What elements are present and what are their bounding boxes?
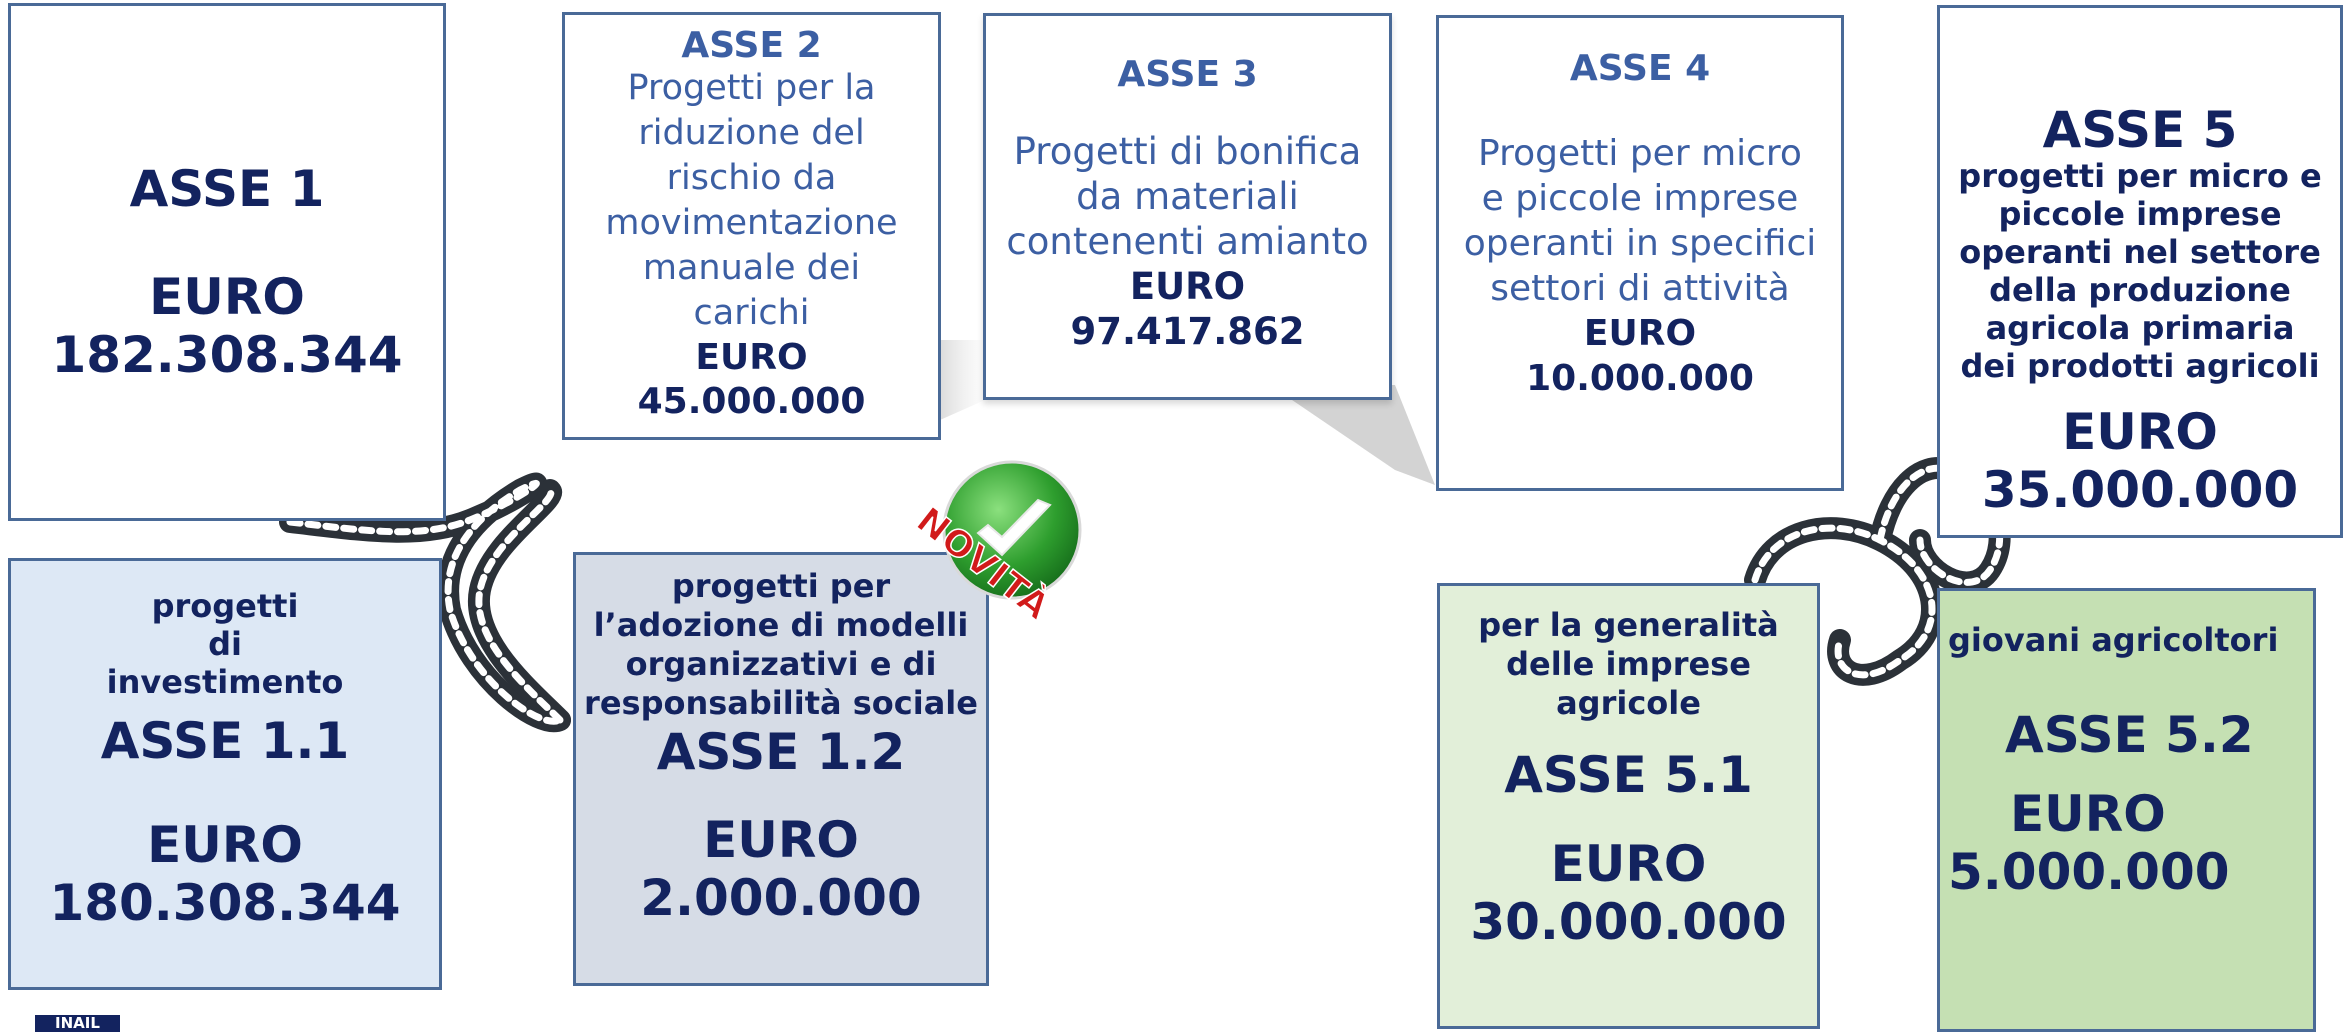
asse-5-2-desc-1: giovani agricoltori (1948, 621, 2279, 659)
asse-4-euro: EURO (1583, 313, 1697, 354)
asse-3-euro: EURO (1129, 265, 1246, 308)
asse-2-desc-6: carichi (693, 293, 810, 333)
asse-4-desc-1: Progetti per micro (1478, 133, 1802, 174)
asse-3-desc-2: da materiali (1076, 175, 1299, 218)
asse-1-amount: 182.308.344 (51, 326, 403, 384)
asse-4-box: ASSE 4 Progetti per micro e piccole impr… (1436, 15, 1844, 491)
asse-5-1-title: ASSE 5.1 (1504, 746, 1753, 804)
asse-1-1-desc-3: investimento (106, 663, 344, 701)
asse-5-1-desc-3: agricole (1556, 684, 1701, 722)
asse-1-1-box: progetti di investimento ASSE 1.1 EURO 1… (8, 558, 442, 990)
asse-5-1-desc-2: delle imprese (1506, 645, 1751, 683)
asse-5-desc-6: dei prodotti agricoli (1960, 347, 2320, 385)
asse-1-2-desc-4: responsabilità sociale (584, 684, 978, 722)
asse-5-desc-4: della produzione (1989, 271, 2291, 309)
asse-5-1-amount: 30.000.000 (1470, 893, 1787, 951)
shadow-right (1270, 385, 1435, 485)
asse-5-1-box: per la generalità delle imprese agricole… (1437, 583, 1820, 1029)
asse-2-desc-5: manuale dei (642, 248, 861, 288)
asse-2-desc-1: Progetti per la (627, 68, 876, 108)
asse-5-desc-1: progetti per micro e (1958, 157, 2322, 195)
asse-1-title: ASSE 1 (129, 160, 325, 218)
asse-5-2-box: giovani agricoltori ASSE 5.2 EURO 5.000.… (1937, 588, 2316, 1032)
asse-1-2-desc-3: organizzativi e di (625, 645, 937, 683)
checkmark-icon (976, 498, 1052, 557)
asse-1-2-desc-1: progetti per (671, 567, 891, 605)
asse-4-desc-3: operanti in specifici (1463, 223, 1817, 264)
asse-3-desc-1: Progetti di bonifica (1013, 130, 1362, 173)
asse-5-2-amount: 5.000.000 (1948, 843, 2230, 901)
asse-1-1-desc-2: di (208, 625, 242, 663)
asse-3-amount: 97.417.862 (1070, 310, 1305, 353)
asse-1-box: ASSE 1 EURO 182.308.344 (8, 3, 446, 521)
asse-5-box: ASSE 5 progetti per micro e piccole impr… (1937, 5, 2343, 538)
asse-2-desc-4: movimentazione (605, 203, 898, 243)
asse-5-1-euro: EURO (1550, 835, 1707, 893)
asse-3-box: ASSE 3 Progetti di bonifica da materiali… (983, 13, 1392, 400)
asse-4-amount: 10.000.000 (1526, 358, 1754, 399)
asse-5-desc-3: operanti nel settore (1959, 233, 2321, 271)
asse-1-2-euro: EURO (703, 811, 859, 869)
asse-5-desc-5: agricola primaria (1985, 309, 2295, 347)
asse-4-title: ASSE 4 (1569, 48, 1711, 89)
asse-5-2-title: ASSE 5.2 (2005, 706, 2254, 764)
asse-1-2-box: progetti per l’adozione di modelli organ… (573, 552, 989, 986)
asse-5-amount: 35.000.000 (1981, 461, 2299, 519)
novita-badge: NOVITÀ (908, 460, 1082, 629)
asse-1-2-title: ASSE 1.2 (656, 723, 906, 781)
asse-3-desc-3: contenenti amianto (1006, 220, 1369, 263)
asse-1-euro: EURO (149, 268, 305, 326)
inail-logo: INAIL (35, 1015, 120, 1032)
asse-2-desc-2: riduzione del (638, 113, 865, 153)
asse-4-desc-2: e piccole imprese (1481, 178, 1799, 219)
asse-5-euro: EURO (2062, 403, 2218, 461)
asse-1-2-amount: 2.000.000 (640, 869, 922, 927)
asse-2-title: ASSE 2 (681, 25, 822, 66)
asse-2-amount: 45.000.000 (637, 381, 866, 422)
asse-5-desc-2: piccole imprese (1998, 195, 2282, 233)
asse-1-1-title: ASSE 1.1 (100, 712, 350, 770)
shadow-left (940, 340, 985, 420)
asse-2-desc-3: rischio da (666, 158, 837, 198)
asse-1-1-amount: 180.308.344 (49, 874, 401, 932)
asse-5-2-euro: EURO (2010, 785, 2166, 843)
asse-1-2-desc-2: l’adozione di modelli (593, 606, 969, 644)
asse-4-desc-4: settori di attività (1490, 268, 1790, 309)
asse-1-1-euro: EURO (147, 816, 303, 874)
asse-5-title: ASSE 5 (2042, 101, 2238, 159)
asse-2-box: ASSE 2 Progetti per la riduzione del ris… (562, 12, 941, 440)
asse-5-1-desc-1: per la generalità (1478, 606, 1779, 644)
asse-1-1-desc-1: progetti (151, 587, 299, 625)
asse-2-euro: EURO (695, 337, 808, 378)
asse-3-title: ASSE 3 (1117, 54, 1258, 95)
